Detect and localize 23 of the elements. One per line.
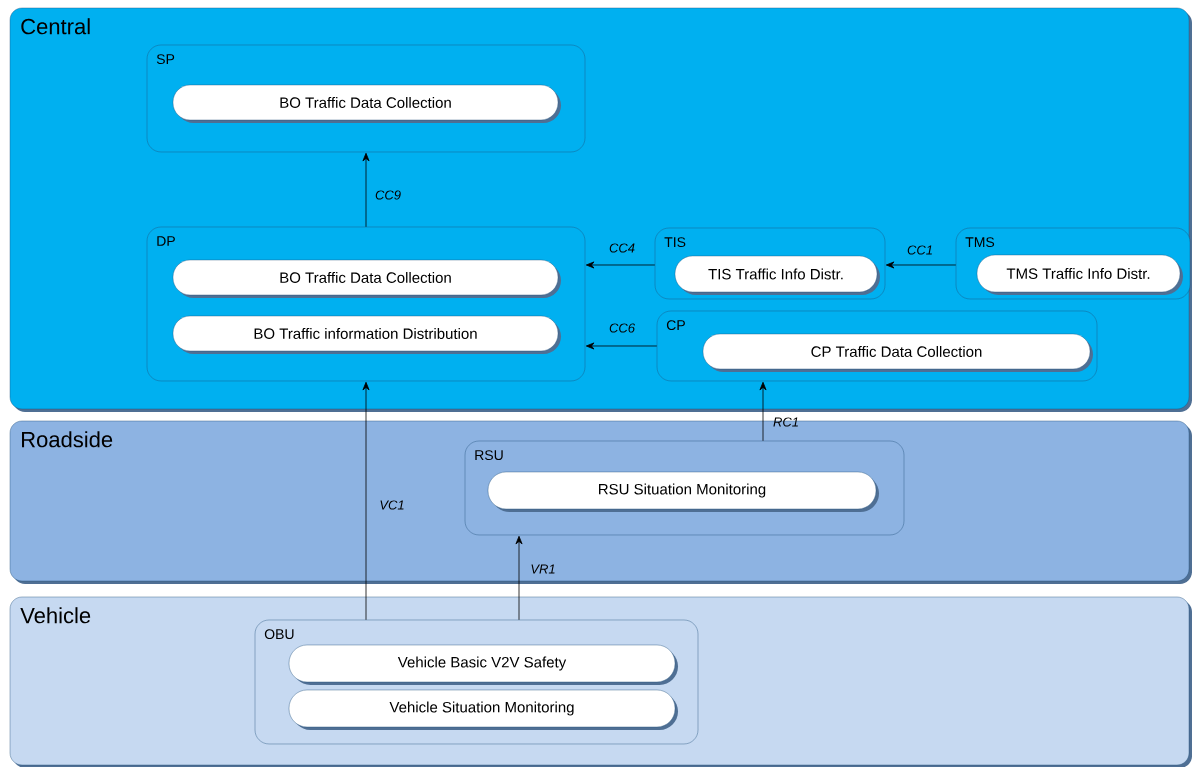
function-pill: Vehicle Basic V2V Safety — [288, 644, 678, 685]
function-pill: TMS Traffic Info Distr. — [976, 254, 1183, 295]
arrow — [759, 381, 767, 442]
edge-label: CC6 — [609, 323, 635, 333]
arrow — [585, 261, 656, 269]
function-pill: BO Traffic Data Collection — [172, 84, 561, 123]
function-pill: CP Traffic Data Collection — [702, 333, 1093, 372]
arrow — [885, 261, 957, 269]
function-pill: RSU Situation Monitoring — [487, 471, 879, 512]
arrow — [585, 342, 658, 350]
edge-label: CC1 — [907, 245, 932, 255]
edge-label: CC4 — [609, 243, 635, 253]
edge-label: VC1 — [380, 500, 404, 510]
arrow — [362, 152, 370, 228]
function-pill: TIS Traffic Info Distr. — [674, 255, 880, 295]
edge-label: VR1 — [531, 564, 555, 574]
edge-label: RC1 — [773, 417, 798, 427]
arrow — [515, 535, 523, 621]
function-pill: Vehicle Situation Monitoring — [288, 689, 678, 730]
function-pill: BO Traffic information Distribution — [172, 315, 561, 354]
edge-label: CC9 — [375, 190, 401, 200]
function-pill: BO Traffic Data Collection — [172, 259, 561, 298]
arrow — [362, 381, 370, 621]
